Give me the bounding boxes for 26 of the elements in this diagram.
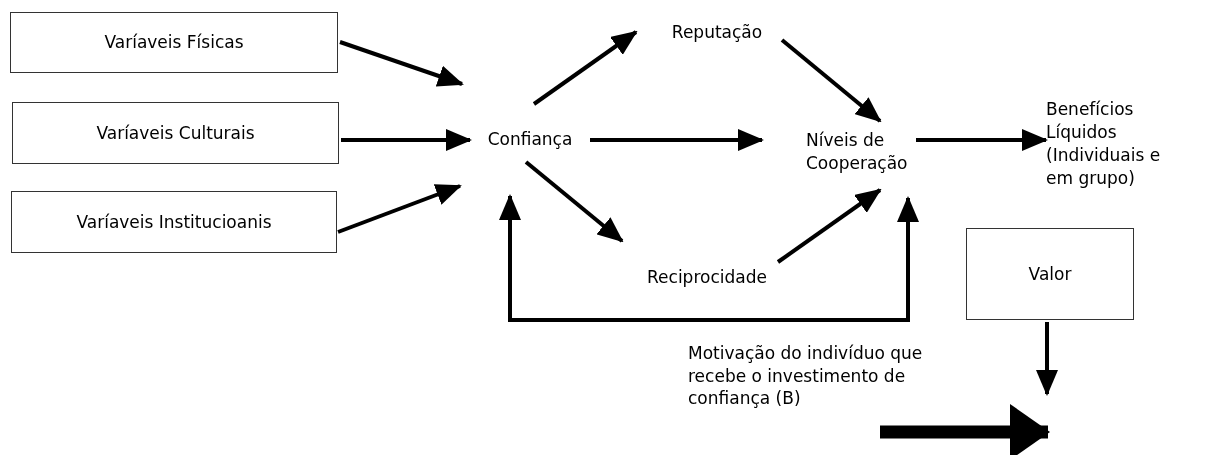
arrow [524,160,624,243]
node-label: Níveis de Cooperação [806,129,909,175]
process-box [11,191,337,253]
node-label: Motivação do indivíduo que recebe o investimento de confiança (B) [688,341,924,411]
box-label: Varíaveis Institucioanis [76,210,272,234]
arrow [590,129,764,151]
box-label: Varíaveis Físicas [104,31,244,54]
process-box [12,102,339,164]
arrow [532,30,638,106]
box-label: Varíaveis Culturais [96,121,255,145]
arrow [341,129,472,151]
process-box [10,12,338,73]
process-box [966,228,1134,320]
node-label: Reciprocidade [647,265,767,289]
thick-arrow [880,404,1050,455]
node-label: Benefícios Líquidos (Individuais e em grupo) [1046,98,1162,190]
arrow [1036,322,1058,396]
arrow [916,129,1048,151]
arrow [337,184,462,234]
arrow [339,40,464,87]
arrow [780,38,882,123]
node-label: Reputação [671,20,763,44]
box-label: Valor [1028,262,1072,286]
node-label: Confiança [487,127,573,151]
arrow [499,194,919,322]
arrow [776,188,882,264]
